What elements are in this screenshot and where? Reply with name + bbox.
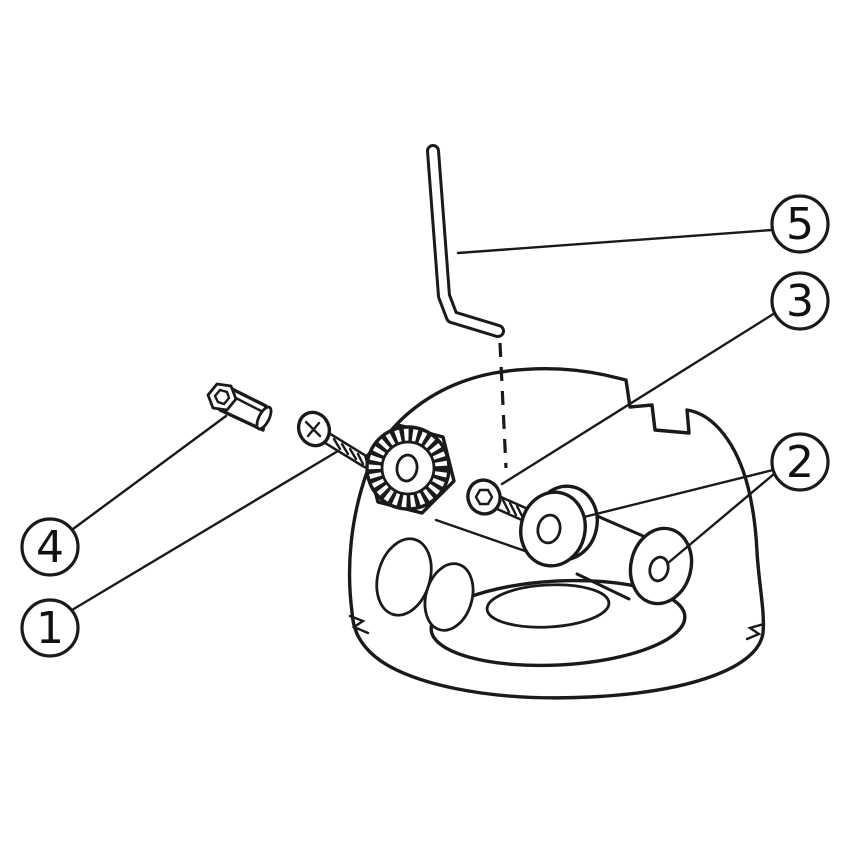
insert-hex-face xyxy=(206,382,238,412)
part-insert-tip xyxy=(206,382,273,432)
leader-line-4 xyxy=(71,414,228,531)
callout-2-label: 2 xyxy=(786,437,814,488)
leader-lines xyxy=(70,228,777,612)
bore-edge-bottom xyxy=(575,572,631,601)
callout-1: 1 xyxy=(20,598,80,658)
callout-4-label: 4 xyxy=(36,522,64,573)
screw-head-slot xyxy=(306,421,321,438)
nut-center-hole xyxy=(395,453,419,483)
setscrew-thread-line xyxy=(501,498,511,514)
callout-1-label: 1 xyxy=(36,603,64,654)
leader-line-5 xyxy=(456,228,774,255)
callout-1-circle xyxy=(20,598,80,658)
hex-key xyxy=(426,144,505,338)
callout-5: 5 xyxy=(770,194,830,254)
callout-5-label: 5 xyxy=(786,199,814,250)
pocket-cylinder-front xyxy=(375,537,433,617)
leader-line-1 xyxy=(70,449,340,612)
insert-facet-line xyxy=(230,394,267,415)
leader-line-2b xyxy=(666,472,776,565)
washer-hole xyxy=(536,513,562,545)
nut-knurl-ring xyxy=(368,428,448,508)
setscrew-head xyxy=(466,478,502,516)
leader-line-2a xyxy=(582,468,775,519)
callout-5-circle xyxy=(770,194,830,254)
break-mark-left xyxy=(348,614,370,635)
screw-thread-line xyxy=(340,442,350,456)
insert-hex-socket xyxy=(213,388,231,406)
hex-key-fill xyxy=(429,147,502,335)
break-mark-right xyxy=(745,622,766,641)
part-lock-nut xyxy=(364,423,456,515)
screw-thread-line xyxy=(348,447,358,461)
part-shim-washer xyxy=(519,484,599,568)
alignment-dashed-line xyxy=(498,342,508,469)
part-insert-screw xyxy=(296,410,373,469)
part-set-screw xyxy=(466,478,534,523)
screw-thread-line xyxy=(332,437,342,451)
callout-3-circle xyxy=(770,271,830,331)
callout-3: 3 xyxy=(770,271,830,331)
callout-2: 2 xyxy=(770,432,830,492)
base-inner-ellipse xyxy=(485,583,611,629)
setscrew-thread-line xyxy=(508,501,518,517)
screw-thread-line xyxy=(356,452,365,466)
bore-hole xyxy=(648,555,670,583)
callout-4-circle xyxy=(20,517,80,577)
insert-end-face xyxy=(255,405,273,431)
pocket-edge-line xyxy=(434,518,530,554)
callout-4: 4 xyxy=(20,517,80,577)
setscrew-hex-socket xyxy=(474,488,494,506)
callout-2-circle xyxy=(770,432,830,492)
callout-3-label: 3 xyxy=(786,276,814,327)
leader-line-3 xyxy=(500,311,777,486)
